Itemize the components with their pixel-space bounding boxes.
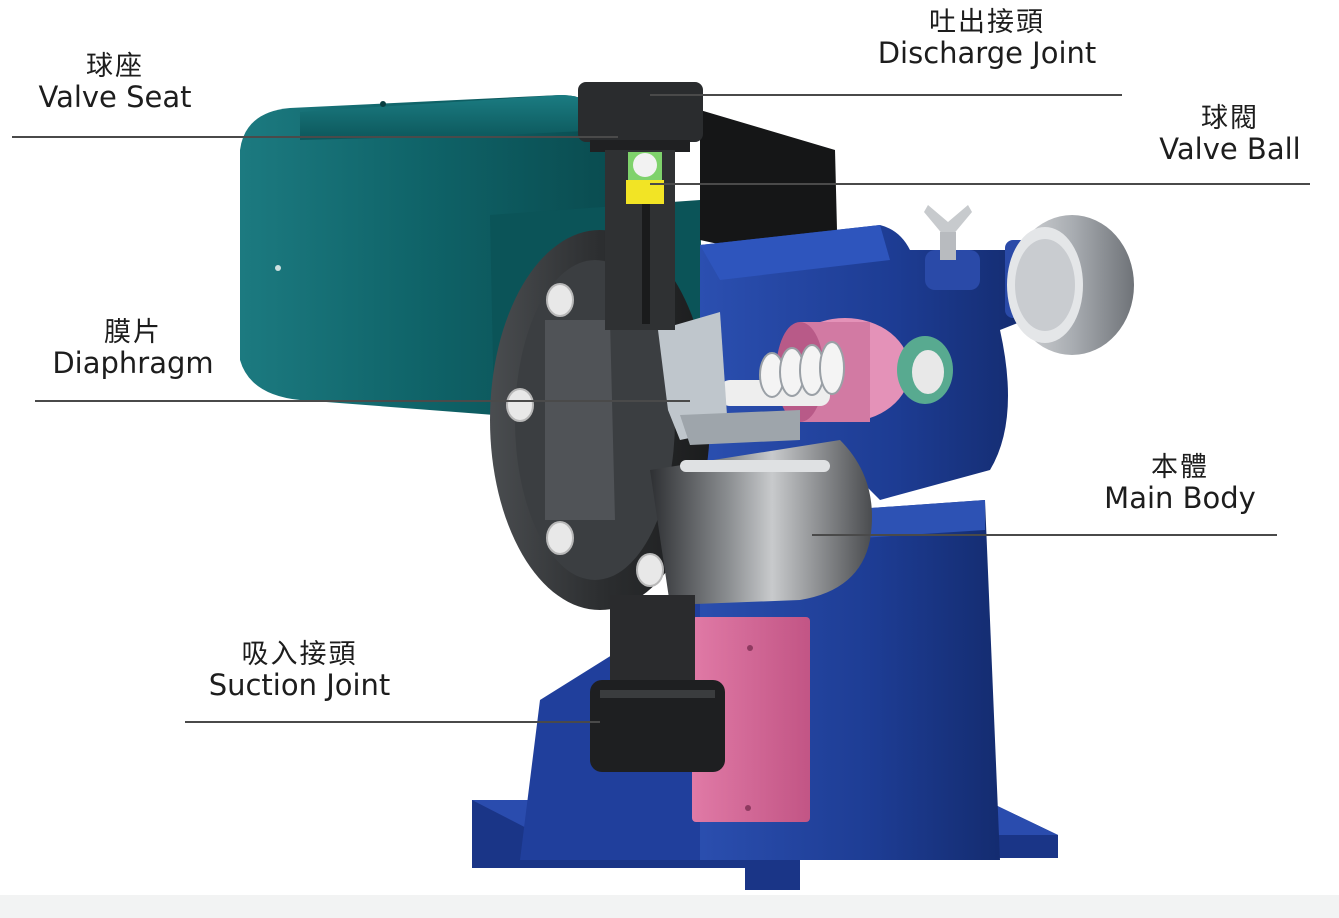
label-valve-seat: 球座 Valve Seat — [20, 52, 210, 114]
pink-name-plate — [692, 617, 810, 822]
label-main-body: 本體 Main Body — [1080, 453, 1280, 515]
label-diaphragm-en: Diaphragm — [52, 345, 214, 380]
head-bolts — [506, 283, 664, 587]
diaphragm-bracket — [658, 312, 800, 445]
label-discharge-joint: 吐出接頭 Discharge Joint — [852, 8, 1122, 70]
lower-cylinder — [650, 440, 872, 605]
label-main-body-zh: 本體 — [1151, 452, 1209, 483]
leader-lines — [12, 94, 1310, 723]
rear-control-box — [700, 110, 838, 270]
label-valve-seat-zh: 球座 — [86, 51, 144, 82]
label-discharge-joint-zh: 吐出接頭 — [929, 7, 1045, 38]
label-discharge-joint-en: Discharge Joint — [877, 35, 1097, 70]
label-suction-joint: 吸入接頭 Suction Joint — [182, 640, 417, 702]
label-main-body-en: Main Body — [1104, 480, 1256, 515]
label-valve-ball-en: Valve Ball — [1159, 131, 1301, 166]
label-valve-ball-zh: 球閥 — [1201, 103, 1259, 134]
label-diaphragm: 膜片 Diaphragm — [28, 318, 238, 380]
stroke-adjust-knob — [1005, 215, 1134, 355]
suction-joint — [590, 595, 725, 772]
label-suction-joint-zh: 吸入接頭 — [241, 639, 358, 670]
spring-shaft — [720, 336, 953, 406]
wing-nut — [924, 205, 972, 260]
label-diaphragm-zh: 膜片 — [104, 317, 162, 348]
bottom-strip — [0, 895, 1339, 918]
label-valve-ball: 球閥 Valve Ball — [1140, 104, 1320, 166]
discharge-joint — [578, 82, 703, 330]
label-suction-joint-en: Suction Joint — [208, 667, 391, 702]
label-valve-seat-en: Valve Seat — [38, 79, 192, 114]
